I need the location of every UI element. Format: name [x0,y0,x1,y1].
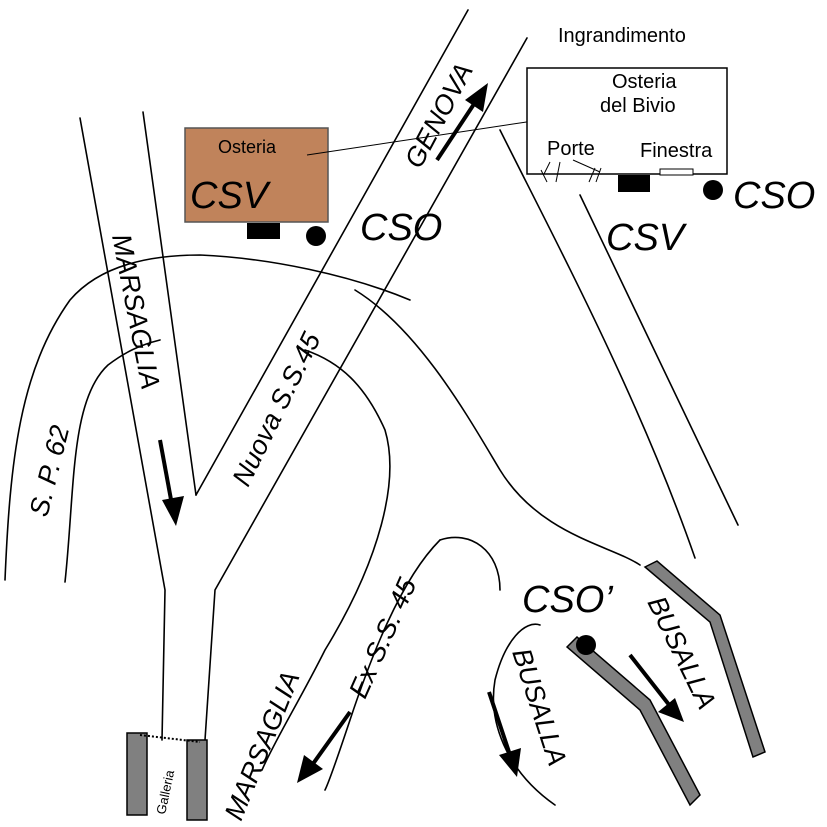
csv-marker [247,223,280,239]
inset-cso-label: CSO [733,175,815,217]
inset-title: Ingrandimento [558,25,686,47]
ex-ss45-inner-edge [261,349,391,771]
inset-door-marks [540,159,602,183]
inset-leader-line [306,119,541,156]
marsaglia-road-east-edge [142,111,197,496]
cso-marker [306,226,326,246]
busalla-right-arrow [628,653,684,722]
inset-porte-label: Porte [547,138,595,160]
road-lines [4,9,739,806]
cso-prime-label: CSO’ [522,579,613,621]
genova-road-east-edge [499,129,696,559]
ex-ss45-lower-edge [324,539,441,791]
busalla-right-rail [643,560,766,759]
osteria-csv-label: CSV [190,175,272,217]
ex-ss45-label: Ex S.S. 45 [343,573,423,703]
sp62-label: S. P. 62 [24,422,76,519]
cso-main-label: CSO [360,207,442,249]
cso-prime-marker [576,635,596,655]
ex-ss45-outer-edge [354,289,641,566]
marsaglia-road-west-edge [79,117,166,741]
osteria-building [184,127,329,223]
galleria-label: Galleria [153,768,177,816]
inset-window-mark [659,168,694,176]
sp62-inner-edge [64,339,161,583]
ex-ss45-connector-edge [439,536,501,591]
direction-arrows [158,83,684,783]
inset-osteria-line2: del Bivio [600,95,676,117]
sp62-outer-edge [4,254,411,581]
genova-arrow [435,83,488,162]
inset-osteria-line1: Osteria [612,71,677,93]
nuova-ss45-west-edge [195,9,469,496]
galleria-right-pier [186,739,208,821]
galleria-left-pier [126,732,148,816]
inset-building [526,67,728,175]
inset-csv-marker [618,175,650,192]
inset-csv-label: CSV [606,217,688,259]
osteria-label: Osteria [218,137,277,157]
inset-cso-marker [703,180,723,200]
marsaglia-south-label: MARSAGLIA [219,667,306,824]
busalla-left-rail [565,635,701,807]
railway-bars [126,560,766,821]
inset-road-edge [579,194,739,526]
inset-finestra-label: Finestra [640,140,713,162]
busalla-left-arrow [487,691,521,777]
busalla-bend-edge [492,623,556,806]
marsaglia-south-arrow [297,710,352,783]
nuova-ss45-east-edge [204,37,528,741]
marsaglia-north-arrow [158,439,184,526]
